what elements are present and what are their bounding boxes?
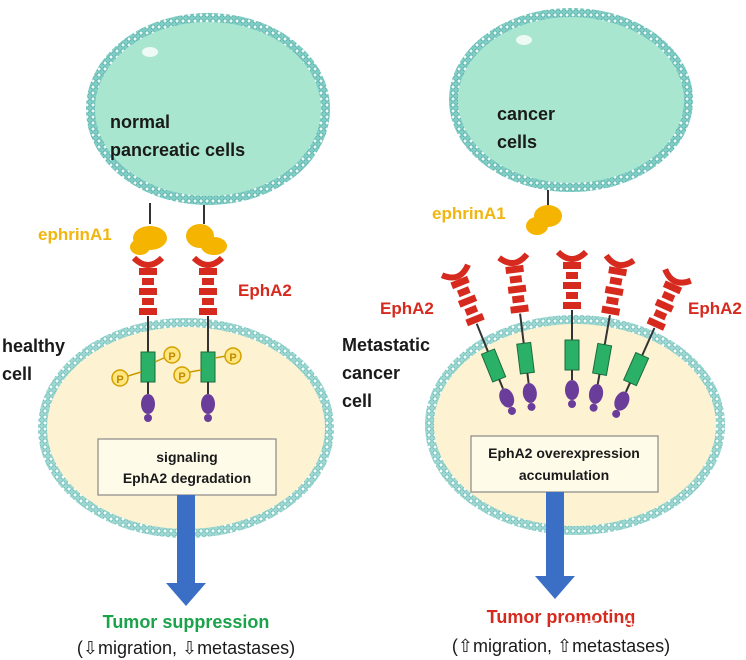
epha2-label-right-b: EphA2 [688, 299, 742, 318]
overexpression-line-1: EphA2 overexpression [488, 445, 640, 461]
cancer-cell-label-1: cancer [497, 104, 555, 124]
metastatic-label-3: cell [342, 391, 372, 411]
down-arrow [166, 495, 206, 606]
ephrin-label-right: ephrinA1 [432, 204, 506, 223]
healthy-label-1: healthy [2, 336, 65, 356]
phosphate-group: P [111, 369, 142, 387]
signaling-box-line-2: EphA2 degradation [123, 470, 251, 486]
normal-cell [86, 13, 330, 205]
overexpression-line-2: accumulation [519, 467, 609, 483]
epha2-receptor [497, 252, 537, 411]
phosphate-group: P [173, 366, 202, 384]
metastatic-label-2: cancer [342, 363, 400, 383]
signaling-box [97, 438, 277, 496]
ephrin-label-left: ephrinA1 [38, 225, 112, 244]
svg-text:P: P [168, 351, 175, 363]
cancer-cell [449, 8, 693, 192]
ephrin-ligand [130, 226, 167, 255]
phosphate-group: P [154, 346, 181, 364]
tumor-suppression-label: Tumor suppression [103, 612, 270, 632]
overexpression-box [470, 435, 659, 493]
signaling-box-line-1: signaling [156, 449, 217, 465]
metastatic-label-1: Metastatic [342, 335, 430, 355]
normal-cell-label-1: normal [110, 112, 170, 132]
ephrin-ligand [526, 205, 562, 235]
epha2-receptor [440, 263, 516, 415]
svg-text:P: P [229, 352, 236, 364]
epha2-label-right-a: EphA2 [380, 299, 434, 318]
epha2-receptor [191, 255, 225, 422]
cancer-cell-label-2: cells [497, 132, 537, 152]
svg-text:P: P [116, 374, 123, 386]
svg-text:P: P [178, 371, 185, 383]
down-arrow [535, 492, 575, 599]
normal-cell-label-2: pancreatic cells [110, 140, 245, 160]
right-panel: cancer cells ephrinA1 [342, 8, 742, 656]
epha2-label-left: EphA2 [238, 281, 292, 300]
healthy-label-2: cell [2, 364, 32, 384]
ephrin-ligand [186, 224, 227, 255]
suppression-footnote: (⇩migration, ⇩metastases) [77, 638, 295, 658]
epha2-receptor [612, 268, 692, 418]
epha2-receptor [131, 255, 165, 422]
left-panel: normal pancreatic cells ephrinA1 [2, 13, 334, 658]
promoting-footnote: (⇧migration, ⇧metastases) [452, 636, 670, 656]
epha2-receptor [588, 253, 636, 412]
watermark: 知乎 @优爱蛋白 [566, 619, 690, 638]
phosphate-group: P [214, 347, 242, 365]
epha2-receptor [555, 249, 589, 408]
tumor-promoting-label: Tumor promoting [487, 607, 636, 627]
